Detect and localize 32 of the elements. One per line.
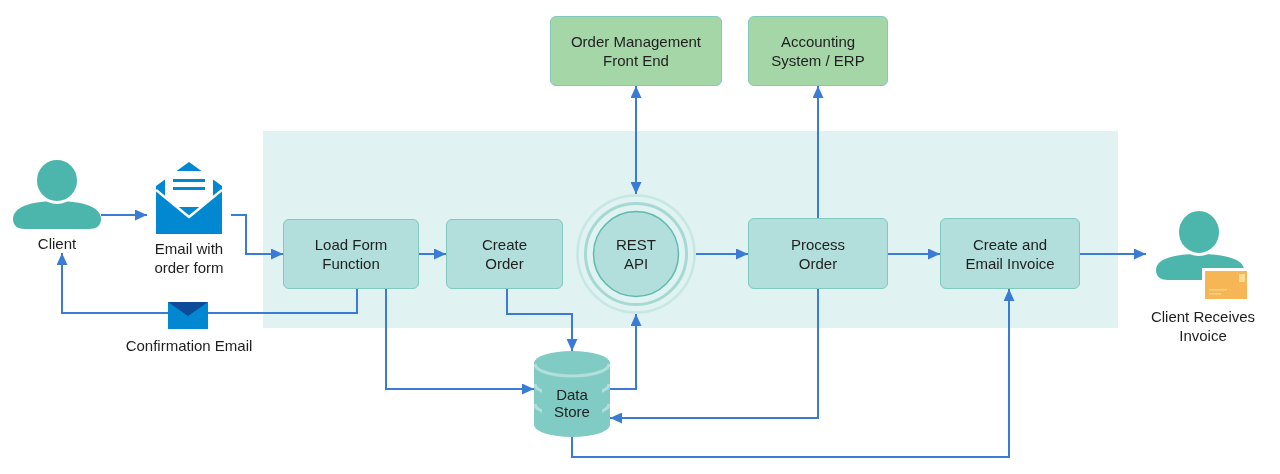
arrow: [695, 248, 749, 260]
arrow: [630, 85, 642, 195]
node-label: Create and Email Invoice: [964, 234, 1056, 273]
arrow: [609, 313, 642, 390]
arrow: [418, 248, 447, 260]
group-panel: [263, 131, 1118, 328]
node-label: Create Order: [481, 235, 528, 273]
node-label: Load Form Function: [313, 235, 389, 273]
arrow: [887, 248, 941, 260]
arrow: [230, 214, 284, 260]
node-label: Client Receives Invoice: [1149, 307, 1257, 345]
node-label: REST API: [615, 235, 657, 273]
node-label: Email with order form: [153, 239, 225, 277]
node-label: Data Store: [542, 386, 602, 420]
arrow: [56, 252, 358, 314]
arrow: [506, 288, 578, 352]
system-box: [748, 16, 888, 86]
process-box: [283, 219, 419, 289]
arrow: [812, 85, 824, 219]
system-box: [550, 16, 722, 86]
arrow: [1079, 248, 1147, 260]
node-label: Accounting System / ERP: [770, 32, 866, 70]
node-label: Process Order: [789, 234, 847, 273]
arrow: [100, 209, 148, 221]
process-box: [940, 218, 1080, 289]
node-label: Client: [36, 234, 78, 253]
node-label: Order Management Front End: [569, 32, 703, 70]
process-box: [446, 219, 563, 289]
arrow: [571, 288, 1015, 458]
arrow: [609, 288, 819, 424]
arrow: [385, 288, 535, 395]
process-box: [748, 218, 888, 289]
